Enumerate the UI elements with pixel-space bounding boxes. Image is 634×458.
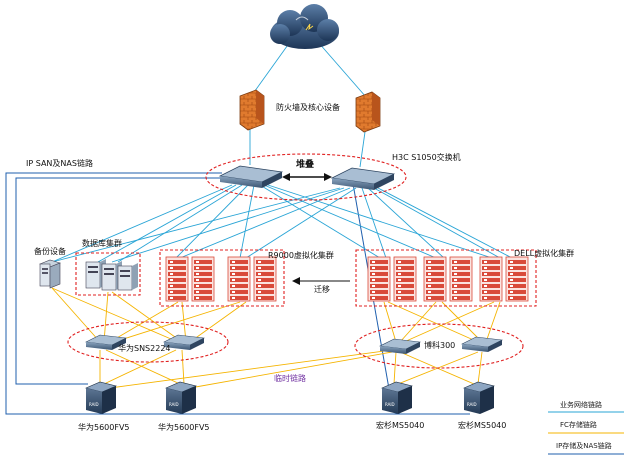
- raid-storage-icon: RAID: [381, 381, 413, 414]
- blade-server-icon: [253, 256, 277, 302]
- storage-1-label: 华为5600FV5: [78, 422, 130, 432]
- dashed-groups: [67, 153, 537, 369]
- core-switch-group: [205, 153, 407, 201]
- stack-arrow-icon: [282, 173, 332, 181]
- storage-2-label: 华为5600FV5: [158, 422, 210, 432]
- business-links: [51, 41, 513, 263]
- blade-server-icon: [393, 256, 417, 302]
- firewall-left-icon: [239, 89, 265, 131]
- firewall-right-icon: [355, 91, 381, 133]
- raid-storage-icon: RAID: [165, 381, 197, 414]
- fc-switch-huawei-left-icon: [84, 334, 128, 350]
- blade-server-icon: [227, 256, 251, 302]
- raid-storage-layer: RAID RAID RAID RAID: [85, 381, 495, 414]
- migrate-label: 迁移: [314, 284, 330, 294]
- db-cluster-group: [75, 252, 141, 296]
- blade-server-icon: [479, 256, 503, 302]
- legend-ipsan-label: IP存储及NAS链路: [556, 441, 612, 450]
- blade-server-icon: [449, 256, 473, 302]
- raid-badge-icon: RAID: [467, 402, 477, 407]
- raid-badge-icon: RAID: [169, 402, 179, 407]
- r9000-cluster-group: [159, 249, 285, 307]
- backup-device-label: 备份设备: [34, 246, 66, 256]
- blade-server-icon: [191, 256, 215, 302]
- blade-server-icon: [423, 256, 447, 302]
- raid-badge-icon: RAID: [89, 402, 99, 407]
- db-server-3-icon: [117, 263, 138, 291]
- ip-san-nas-label: IP SAN及NAS链路: [26, 158, 93, 168]
- huawei-sns-label: 华为SNS2224: [118, 343, 171, 353]
- dell-cluster-label: DELL虚拟化集群: [514, 248, 574, 258]
- migrate-arrow-icon: [292, 277, 350, 285]
- db-cluster-servers: [85, 259, 138, 291]
- legend-fc-label: FC存储链路: [560, 420, 597, 429]
- backup-device-icon: [39, 259, 61, 289]
- blade-server-layer: [165, 256, 529, 302]
- switch-model-label: H3C S1050交换机: [392, 152, 461, 162]
- blade-server-icon: [165, 256, 189, 302]
- core-switch-left-icon: [218, 165, 284, 188]
- r9000-cluster-label: R9000虚拟化集群: [268, 250, 334, 260]
- raid-storage-icon: RAID: [463, 381, 495, 414]
- legend-business-label: 业务网络链路: [560, 400, 602, 409]
- stack-label: 堆叠: [296, 158, 314, 170]
- firewall-label: 防火墙及核心设备: [276, 102, 340, 112]
- fc-switch-brocade-right-icon: [460, 336, 504, 352]
- fc-switch-brocade-left-icon: [378, 338, 422, 354]
- left-fc-switch-group: [67, 321, 229, 363]
- blade-server-icon: [505, 256, 529, 302]
- storage-4-label: 宏杉MS5040: [458, 420, 506, 430]
- dell-cluster-group: [355, 249, 537, 307]
- legend: 业务网络链路 FC存储链路 IP存储及NAS链路: [548, 400, 624, 455]
- fc-switch-huawei-right-icon: [162, 334, 206, 350]
- core-switch-right-icon: [330, 167, 396, 190]
- db-cluster-label: 数据库集群: [82, 238, 122, 248]
- temp-link-label: 临时链路: [274, 373, 306, 383]
- internet-cloud-icon: [270, 4, 339, 49]
- right-fc-switch-group: [354, 323, 524, 369]
- storage-3-label: 宏杉MS5040: [376, 420, 424, 430]
- raid-storage-icon: RAID: [85, 381, 117, 414]
- brocade-label: 博科300: [424, 340, 455, 350]
- blade-server-icon: [367, 256, 391, 302]
- raid-badge-icon: RAID: [385, 402, 395, 407]
